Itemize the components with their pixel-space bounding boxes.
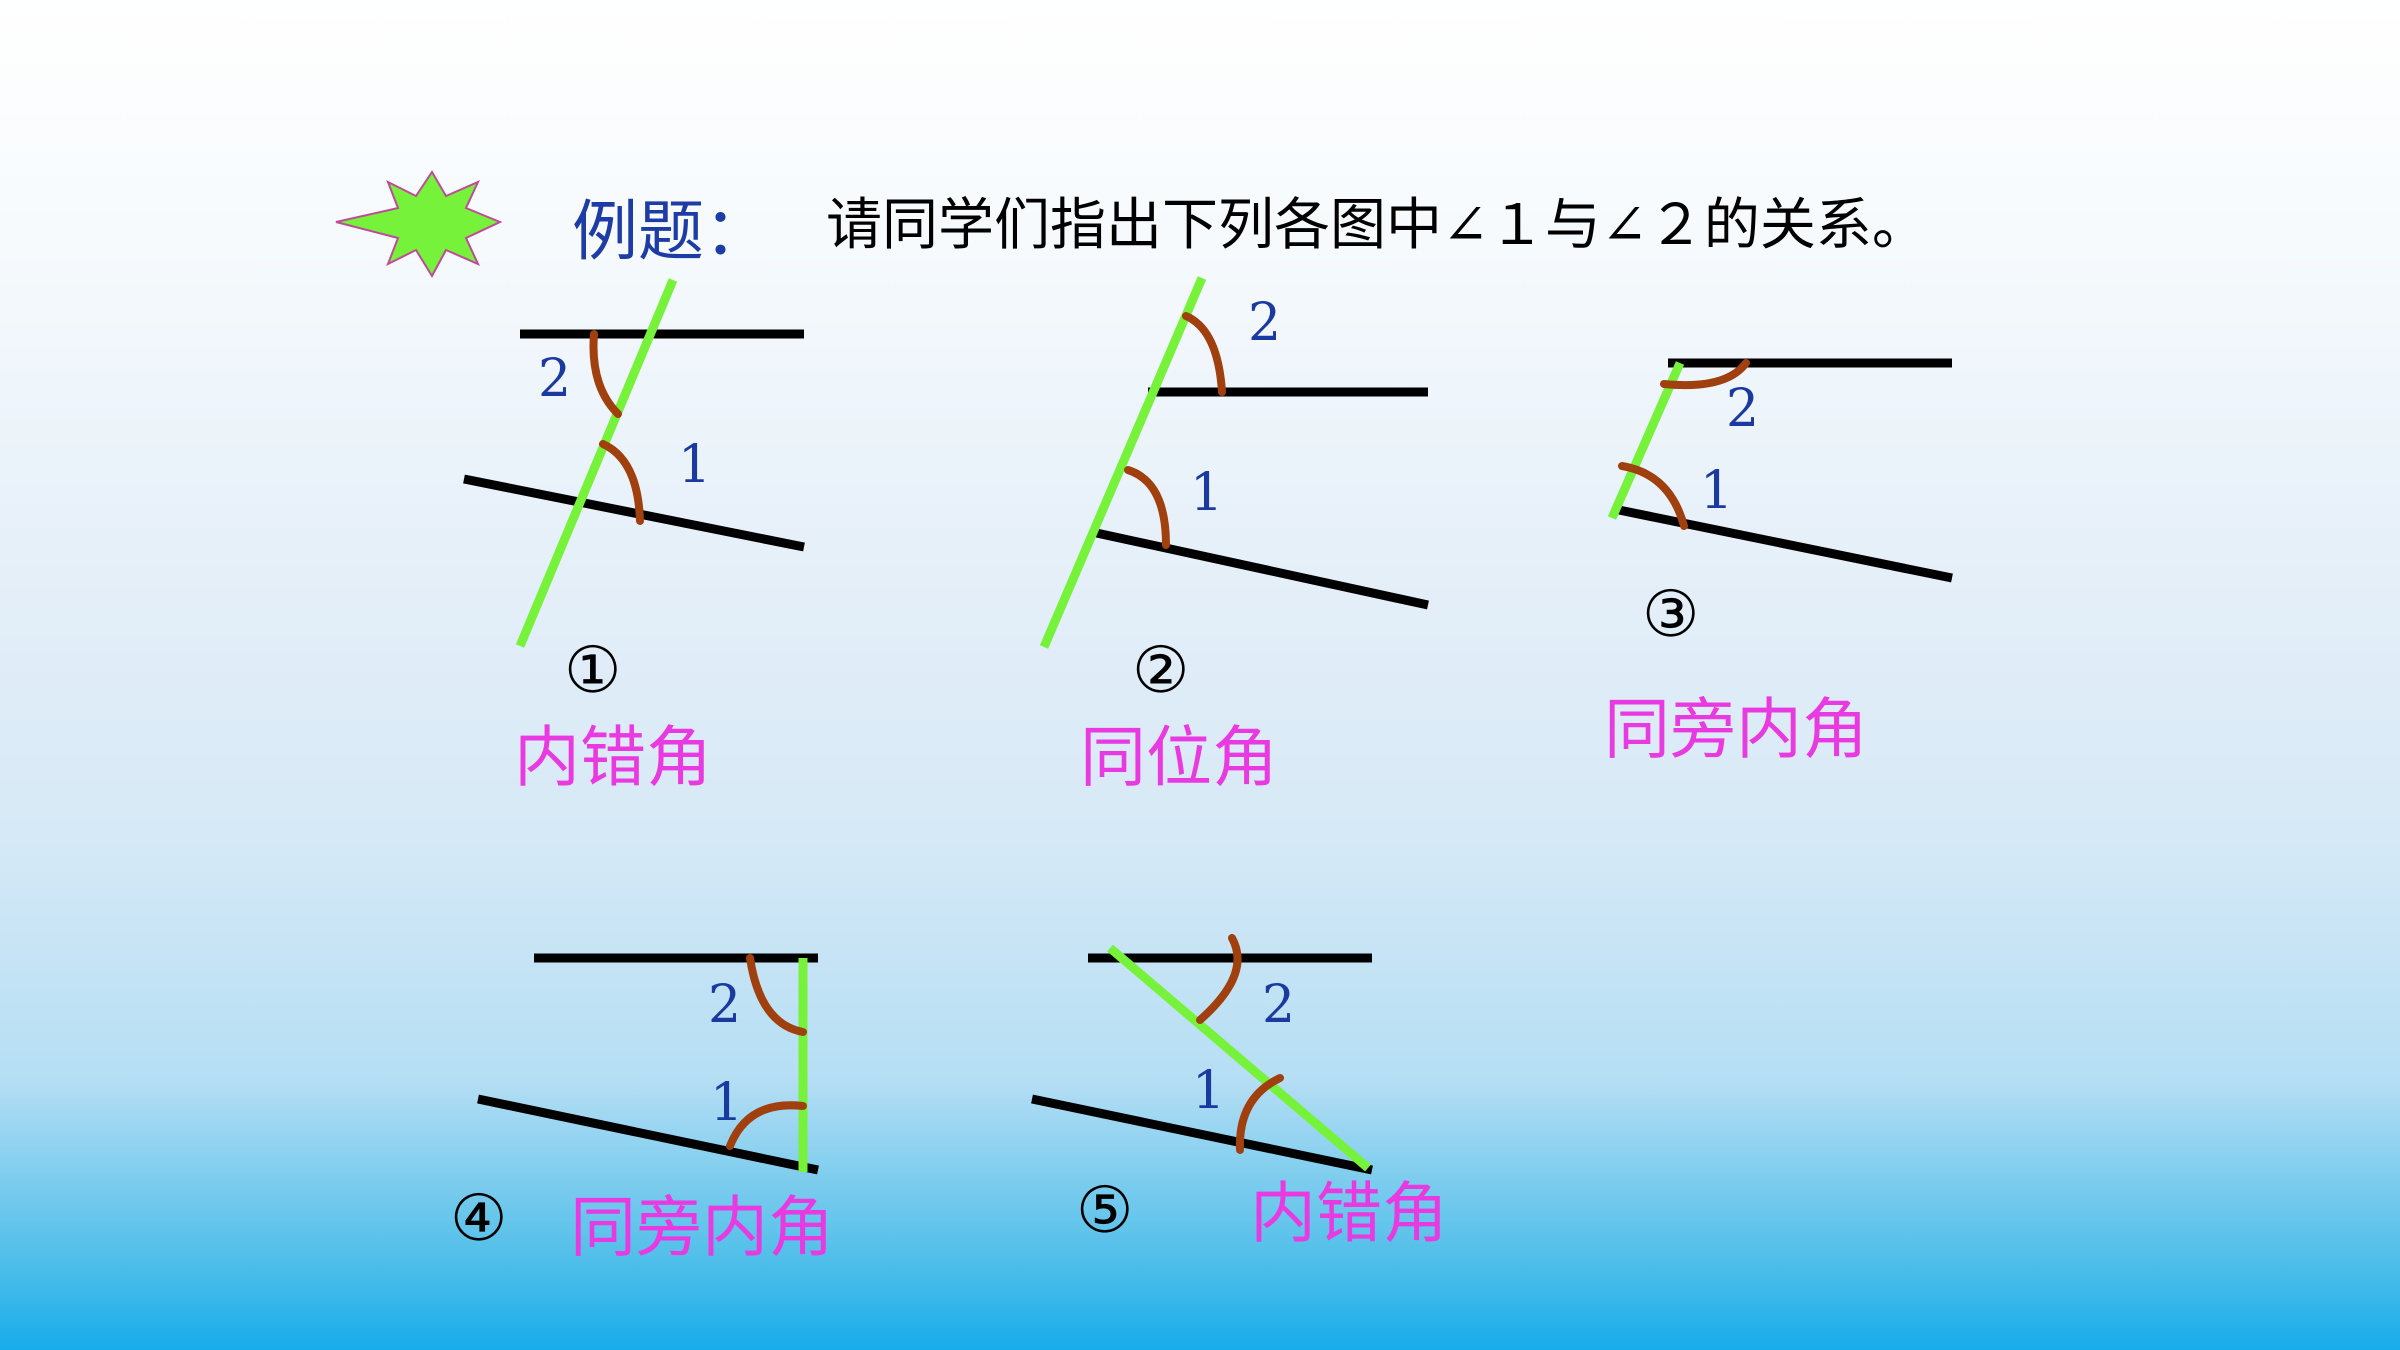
angle-2-arc: [1196, 934, 1242, 1024]
angle-2-arc: [589, 330, 622, 418]
angle-1-label: 1: [710, 1073, 743, 1133]
angle-2-label: 2: [1262, 975, 1295, 1035]
figure-number: ③: [1642, 578, 1699, 652]
angle-1-arc: [599, 440, 644, 525]
parallel-line-bottom: [477, 1094, 819, 1175]
angle-1-arc: [1235, 1074, 1284, 1154]
title-prefix: 例题：: [572, 193, 770, 270]
answer-label: 同旁内角: [570, 1189, 834, 1266]
figure-4: 2 1 ④ 同旁内角: [450, 953, 834, 1266]
angle-2-arc: [1182, 312, 1226, 396]
figure-number: ①: [564, 634, 621, 708]
figure-2: 2 1 ② 同位角: [1039, 276, 1429, 796]
star-badge-icon: [335, 170, 503, 279]
figure-1: 2 1 ① 内错角: [463, 278, 805, 796]
angle-1-label: 1: [1700, 461, 1733, 521]
angle-1-arc: [1618, 462, 1688, 530]
figure-number: ④: [450, 1182, 507, 1256]
parallel-line-bottom: [463, 474, 805, 552]
angle-1-label: 1: [1192, 1061, 1225, 1121]
angle-1-arc: [726, 1101, 807, 1150]
angle-2-label: 2: [708, 975, 741, 1035]
angle-2-label: 2: [1726, 379, 1759, 439]
figure-number: ⑤: [1076, 1174, 1133, 1248]
transversal-line: [1107, 944, 1371, 1172]
angle-2-label: 2: [538, 349, 571, 409]
angle-1-label: 1: [1190, 463, 1223, 523]
figure-3: 2 1 ③ 同旁内角: [1604, 358, 1953, 768]
angle-1-arc: [1124, 466, 1170, 549]
figure-number: ②: [1132, 634, 1189, 708]
transversal-line: [515, 278, 678, 648]
parallel-line-bottom: [1031, 1094, 1373, 1175]
figure-5: 2 1 ⑤ 内错角: [1031, 934, 1448, 1252]
transversal-line: [1607, 361, 1685, 520]
answer-label: 内错角: [514, 719, 712, 796]
answer-label: 同旁内角: [1604, 691, 1868, 768]
answer-label: 同位角: [1080, 719, 1278, 796]
angle-2-label: 2: [1248, 293, 1281, 353]
angle-2-arc: [1660, 359, 1750, 390]
parallel-line-bottom: [1613, 504, 1953, 583]
answer-label: 内错角: [1250, 1175, 1448, 1252]
parallel-line-bottom: [1091, 527, 1429, 610]
title-question: 请同学们指出下列各图中∠１与∠２的关系。: [826, 193, 1928, 258]
transversal-line: [1039, 276, 1207, 649]
angle-2-arc: [746, 954, 807, 1036]
angle-1-label: 1: [678, 435, 711, 495]
